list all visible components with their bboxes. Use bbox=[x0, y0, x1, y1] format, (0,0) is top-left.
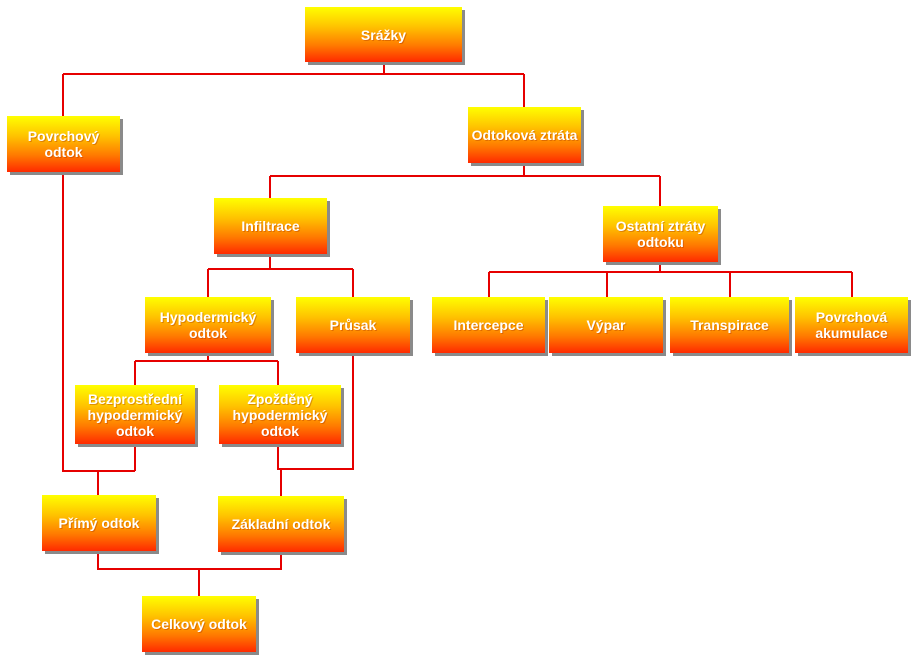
node-transpirace: Transpirace bbox=[670, 297, 789, 353]
connector-odtokova-ztrata bbox=[269, 163, 661, 206]
node-povrchovy-odtok: Povrchový odtok bbox=[7, 116, 120, 172]
node-infiltrace: Infiltrace bbox=[214, 198, 327, 254]
connector-celkovy bbox=[97, 551, 282, 596]
connector-infiltrace bbox=[207, 254, 354, 297]
node-srazky: Srážky bbox=[305, 7, 462, 62]
connector-zakladni bbox=[277, 353, 354, 496]
node-zpozdeny: Zpožděný hypodermický odtok bbox=[219, 385, 341, 444]
node-hypodermicky-odtok: Hypodermický odtok bbox=[145, 297, 271, 353]
node-vypar: Výpar bbox=[549, 297, 663, 353]
node-primy-odtok: Přímý odtok bbox=[42, 495, 156, 551]
node-ostatni-ztraty: Ostatní ztráty odtoku bbox=[603, 206, 718, 262]
node-odtokova-ztrata: Odtoková ztráta bbox=[468, 107, 581, 163]
node-zakladni-odtok: Základní odtok bbox=[218, 496, 344, 552]
node-intercepce: Intercepce bbox=[432, 297, 545, 353]
connector-primy bbox=[62, 172, 136, 495]
node-prusak: Průsak bbox=[296, 297, 410, 353]
node-celkovy-odtok: Celkový odtok bbox=[142, 596, 256, 652]
connector-ostatni-ztraty bbox=[488, 262, 853, 297]
node-bezprostredni: Bezprostřední hypodermický odtok bbox=[75, 385, 195, 444]
connector-srazky bbox=[62, 62, 525, 116]
node-povrchova-akumulace: Povrchová akumulace bbox=[795, 297, 908, 353]
connector-hypodermicky bbox=[134, 353, 279, 385]
